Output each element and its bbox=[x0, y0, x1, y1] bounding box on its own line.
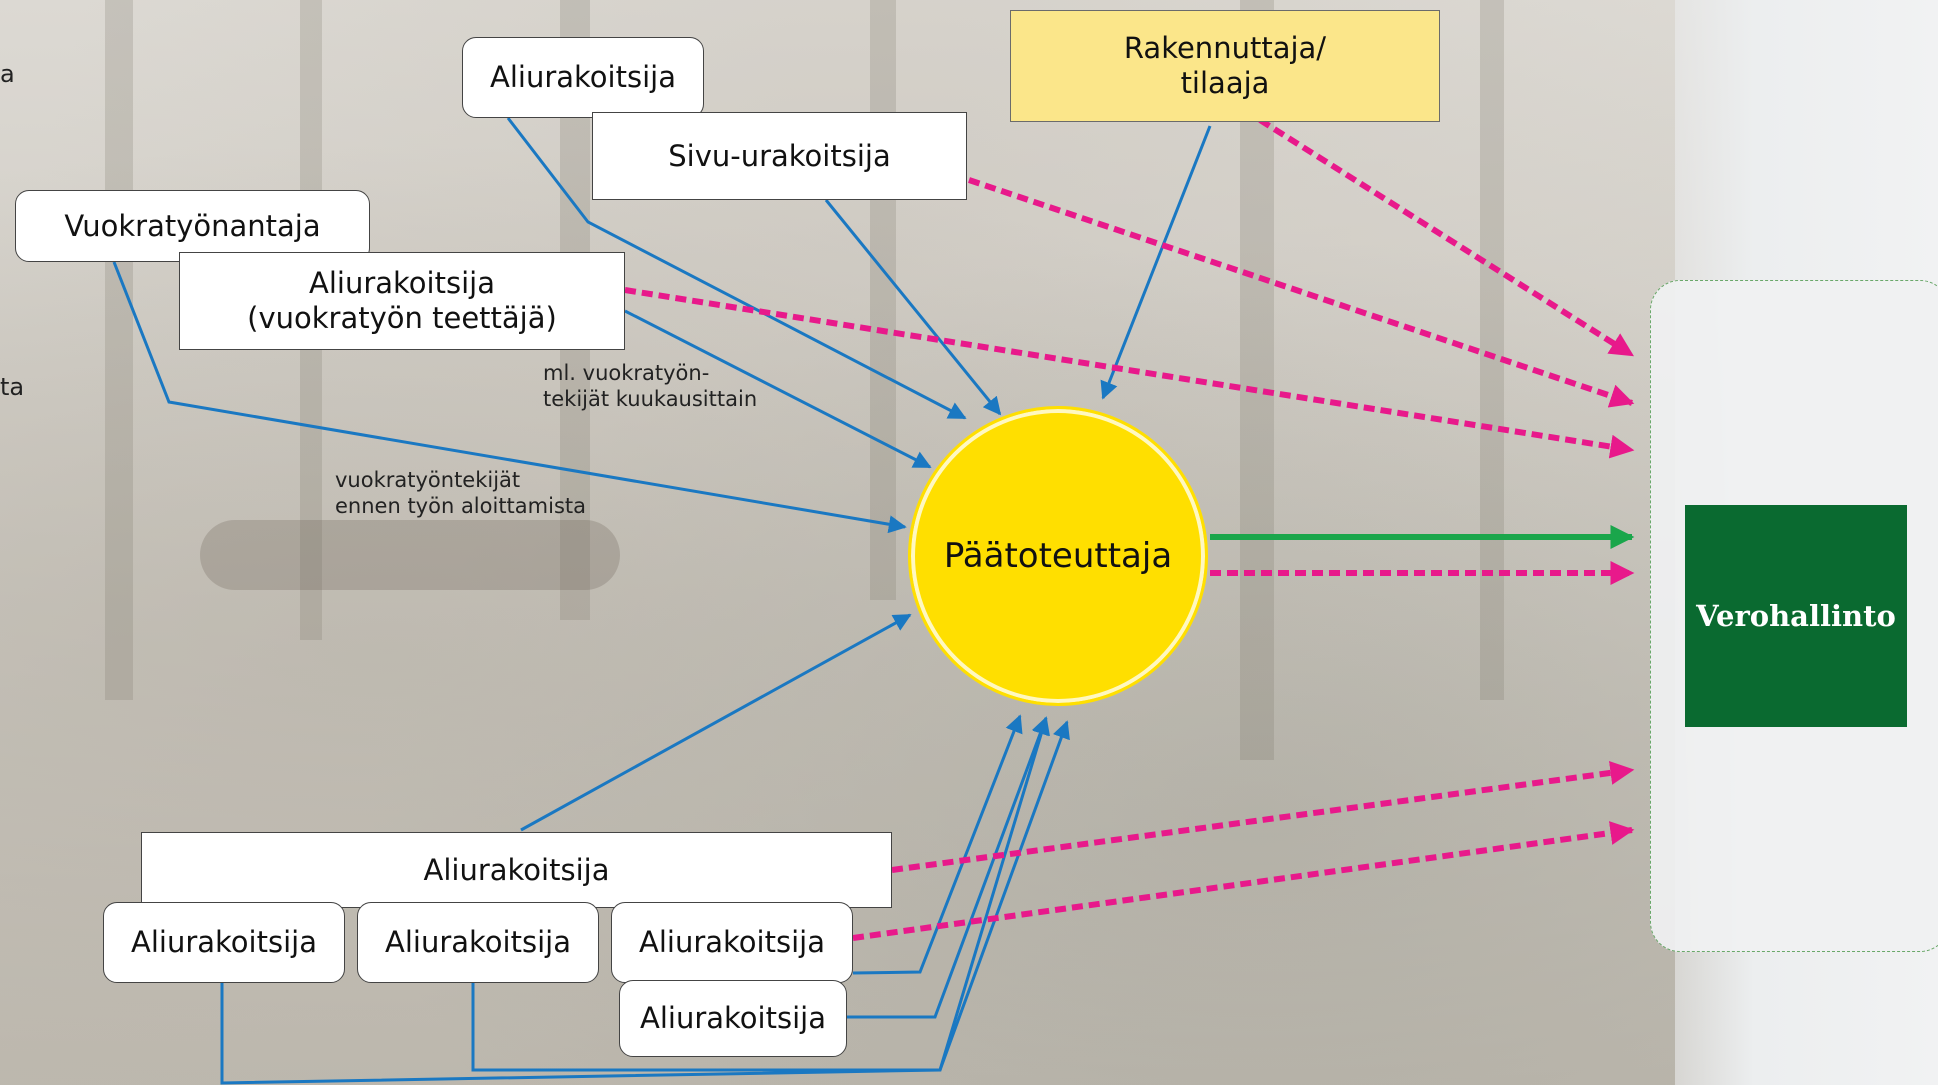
arrow-bottom-3-to-main bbox=[852, 714, 1023, 975]
arrow-bottom-2-to-main bbox=[471, 716, 1050, 1072]
tax-administration-box: Verohallinto bbox=[1685, 505, 1907, 727]
arrow-client-to-main bbox=[1100, 125, 1212, 400]
hiring-subcontractor-label-line2: (vuokratyön teettäjä) bbox=[247, 301, 557, 335]
edge-text-fragment: ta bbox=[0, 373, 25, 401]
subcontractor-bottom-main-box: Aliurakoitsija bbox=[141, 832, 892, 908]
main-contractor-circle: Päätoteuttaja bbox=[908, 406, 1208, 706]
monthly-note-line2: tekijät kuukausittain bbox=[543, 387, 758, 412]
client-label-line2: tilaaja bbox=[1180, 66, 1270, 100]
arrow-staffing-agency-to-main bbox=[112, 261, 907, 534]
arrow-bottom-main-subcontractor-to-main bbox=[520, 613, 912, 832]
bg-pillar bbox=[870, 0, 896, 600]
monthly-note-line1: ml. vuokratyön- bbox=[543, 361, 710, 385]
subcontractor-top-label: Aliurakoitsija bbox=[490, 60, 676, 95]
subcontractor-bottom-1-box: Aliurakoitsija bbox=[103, 902, 345, 983]
subcontractor-bottom-4-label: Aliurakoitsija bbox=[640, 1001, 826, 1036]
dashed-arrow-side-contractor-to-tax bbox=[968, 177, 1635, 408]
bg-pipe bbox=[200, 520, 620, 590]
arrow-hiring-subcontractor-to-main bbox=[624, 309, 932, 469]
dashed-arrow-bottom-3-to-tax bbox=[852, 821, 1635, 941]
subcontractor-top-box: Aliurakoitsija bbox=[462, 37, 704, 118]
arrow-bottom-4-to-main bbox=[847, 716, 1049, 1019]
client-label-line1: Rakennuttaja/ bbox=[1123, 31, 1327, 66]
before-work-note: vuokratyöntekijät ennen työn aloittamist… bbox=[335, 467, 586, 520]
before-work-note-line1: vuokratyöntekijät bbox=[335, 468, 521, 492]
before-work-note-line2: ennen työn aloittamista bbox=[335, 494, 586, 519]
subcontractor-bottom-3-label: Aliurakoitsija bbox=[639, 925, 825, 960]
hiring-subcontractor-label-line1: Aliurakoitsija bbox=[309, 266, 495, 301]
arrow-subcontractor-top-to-main bbox=[506, 117, 967, 420]
side-contractor-label: Sivu-urakoitsija bbox=[668, 138, 891, 173]
edge-text-fragment: a bbox=[0, 60, 15, 88]
main-contractor-label: Päätoteuttaja bbox=[943, 536, 1173, 576]
bg-pillar bbox=[105, 0, 133, 700]
client-box: Rakennuttaja/ tilaaja bbox=[1010, 10, 1440, 122]
arrow-side-contractor-to-main bbox=[824, 199, 1002, 416]
staffing-agency-box: Vuokratyönantaja bbox=[15, 190, 370, 262]
hiring-subcontractor-box: Aliurakoitsija (vuokratyön teettäjä) bbox=[179, 252, 625, 350]
staffing-agency-label: Vuokratyönantaja bbox=[64, 208, 321, 243]
subcontractor-bottom-3-box: Aliurakoitsija bbox=[611, 902, 853, 983]
dashed-arrow-client-to-tax bbox=[1258, 117, 1635, 358]
arrow-bottom-1-to-main bbox=[220, 720, 1070, 1085]
monthly-reporting-note: ml. vuokratyön- tekijät kuukausittain bbox=[543, 360, 757, 413]
subcontractor-bottom-main-label: Aliurakoitsija bbox=[423, 852, 610, 887]
subcontractor-bottom-2-label: Aliurakoitsija bbox=[385, 925, 571, 960]
bg-pillar bbox=[1480, 0, 1504, 700]
subcontractor-bottom-2-box: Aliurakoitsija bbox=[357, 902, 599, 983]
side-contractor-box: Sivu-urakoitsija bbox=[592, 112, 967, 200]
subcontractor-bottom-1-label: Aliurakoitsija bbox=[131, 925, 317, 960]
tax-administration-label: Verohallinto bbox=[1696, 599, 1896, 633]
subcontractor-bottom-4-box: Aliurakoitsija bbox=[619, 980, 847, 1057]
dashed-arrow-bottom-main-to-tax bbox=[891, 761, 1635, 873]
